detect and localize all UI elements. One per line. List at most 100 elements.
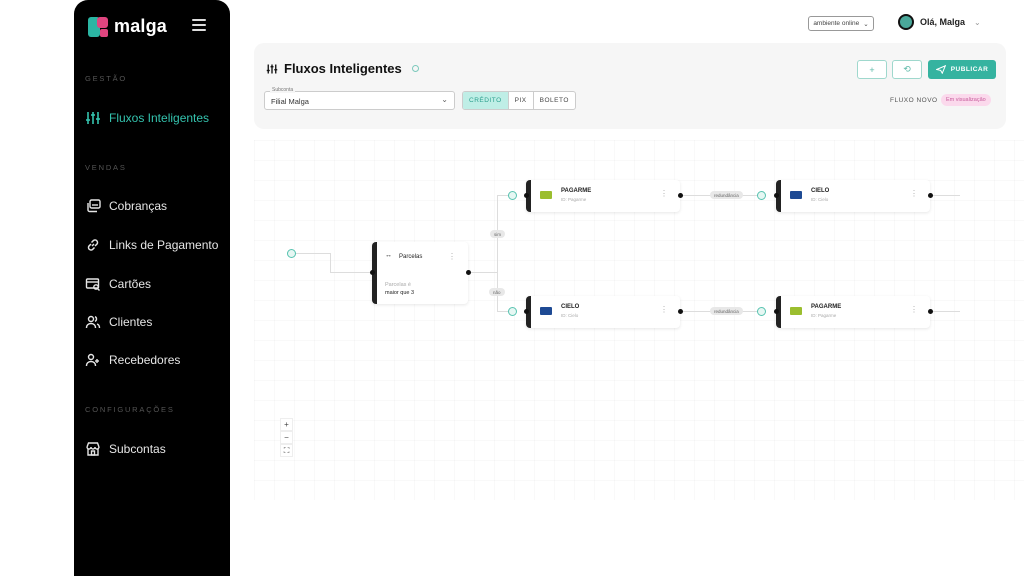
- payment-method-tabs: CRÉDITO PIX BOLETO: [462, 91, 576, 110]
- tab-credito[interactable]: CRÉDITO: [463, 92, 509, 109]
- add-node-plus-icon[interactable]: [757, 191, 766, 200]
- chevron-down-icon: ⌄: [441, 95, 448, 104]
- charges-icon: [85, 198, 101, 214]
- output-port[interactable]: [466, 270, 471, 275]
- flow-header: Fluxos Inteligentes Subconta Filial Malg…: [254, 43, 1006, 129]
- tab-boleto[interactable]: BOLETO: [539, 97, 569, 104]
- sidebar: malga GESTÃO Fluxos Inteligentes VENDAS …: [74, 0, 230, 576]
- provider-id: ID: Pagarme: [811, 313, 837, 318]
- provider-node[interactable]: PAGARME ID: Pagarme ⋮: [774, 296, 933, 328]
- start-node-plus-icon[interactable]: [287, 249, 296, 258]
- edge: [497, 311, 511, 312]
- kebab-menu-icon[interactable]: ⋮: [910, 189, 918, 198]
- section-configuracoes: CONFIGURAÇÕES: [85, 405, 175, 414]
- publish-label: PUBLICAR: [950, 66, 989, 73]
- sidebar-item-label: Fluxos Inteligentes: [109, 111, 210, 125]
- brand-logo[interactable]: malga: [88, 16, 167, 37]
- provider-node[interactable]: CIELO ID: Cielo ⋮: [774, 180, 933, 212]
- sidebar-item-label: Subcontas: [109, 442, 166, 456]
- subconta-label: Subconta: [270, 87, 296, 93]
- provider-node[interactable]: PAGARME ID: Pagarme ⋮: [524, 180, 683, 212]
- rule-line-2: maior que 3: [385, 290, 415, 296]
- add-node-plus-icon[interactable]: [757, 307, 766, 316]
- input-port[interactable]: [370, 270, 375, 275]
- provider-name: PAGARME: [561, 188, 592, 194]
- sidebar-item-cobrancas[interactable]: Cobranças: [85, 198, 167, 214]
- kebab-menu-icon[interactable]: ⋮: [660, 189, 668, 198]
- users-icon: [85, 314, 101, 330]
- branch-label-yes: sim: [490, 230, 505, 238]
- environment-select[interactable]: ambiente online ⌄: [808, 16, 874, 31]
- provider-node[interactable]: CIELO ID: Cielo ⋮: [524, 296, 683, 328]
- output-port[interactable]: [678, 193, 683, 198]
- hamburger-menu-icon[interactable]: [192, 19, 206, 31]
- status-badge: Em visualização: [941, 94, 991, 106]
- output-port[interactable]: [678, 309, 683, 314]
- send-icon: [935, 65, 946, 74]
- zoom-controls: + − ⛶: [280, 418, 293, 457]
- subconta-select[interactable]: Subconta Filial Malga ⌄: [264, 87, 455, 110]
- fallback-label: redundância: [710, 307, 743, 315]
- output-port[interactable]: [928, 309, 933, 314]
- sidebar-item-subcontas[interactable]: Subcontas: [85, 441, 166, 457]
- environment-value: ambiente online: [813, 20, 860, 27]
- arrows-icon: ↔: [385, 252, 392, 259]
- history-icon: ⟲: [903, 64, 911, 74]
- avatar: [898, 14, 914, 30]
- history-button[interactable]: ⟲: [892, 60, 922, 79]
- input-port[interactable]: [524, 193, 529, 198]
- edge: [330, 253, 331, 273]
- brand-name: malga: [114, 16, 168, 36]
- input-port[interactable]: [774, 193, 779, 198]
- provider-name: PAGARME: [811, 304, 842, 310]
- cielo-logo-icon: [790, 191, 802, 199]
- section-vendas: VENDAS: [85, 163, 127, 172]
- edge: [468, 272, 498, 273]
- input-port[interactable]: [774, 309, 779, 314]
- branch-label-no: não: [489, 288, 505, 296]
- edge: [497, 195, 511, 196]
- kebab-menu-icon[interactable]: ⋮: [448, 252, 456, 261]
- add-button[interactable]: +: [857, 60, 887, 79]
- edge: [930, 311, 960, 312]
- provider-id: ID: Cielo: [561, 313, 579, 318]
- fit-view-button[interactable]: ⛶: [280, 444, 293, 457]
- tab-pix[interactable]: PIX: [509, 92, 534, 109]
- input-port[interactable]: [524, 309, 529, 314]
- sidebar-item-recebedores[interactable]: Recebedores: [85, 352, 180, 368]
- card-search-icon: [85, 276, 101, 292]
- user-greeting: Olá, Malga: [920, 17, 966, 27]
- sidebar-item-label: Recebedores: [109, 353, 181, 367]
- edge: [296, 253, 331, 254]
- user-plus-icon: [85, 352, 101, 368]
- pagarme-logo-icon: [790, 307, 802, 315]
- page-title: Fluxos Inteligentes: [266, 61, 419, 76]
- fallback-label: redundância: [710, 191, 743, 199]
- user-chevron-down-icon[interactable]: ⌄: [974, 18, 981, 27]
- user-menu[interactable]: Olá, Malga: [898, 14, 965, 30]
- condition-node-parcelas[interactable]: ↔ Parcelas ⋮ Parcelas é maior que 3: [370, 242, 471, 304]
- store-icon: [85, 441, 101, 457]
- subconta-value: Filial Malga: [271, 97, 309, 106]
- flow-name: FLUXO NOVO: [890, 97, 938, 104]
- info-icon[interactable]: [411, 65, 419, 72]
- add-node-plus-icon[interactable]: [508, 307, 517, 316]
- provider-id: ID: Cielo: [811, 197, 829, 202]
- provider-id: ID: Pagarme: [561, 197, 587, 202]
- sidebar-item-label: Cartões: [109, 277, 152, 291]
- sidebar-item-links-de-pagamento[interactable]: Links de Pagamento: [85, 237, 218, 253]
- sliders-icon: [266, 64, 278, 73]
- zoom-in-button[interactable]: +: [280, 418, 293, 431]
- zoom-out-button[interactable]: −: [280, 431, 293, 444]
- kebab-menu-icon[interactable]: ⋮: [660, 305, 668, 314]
- edge: [497, 195, 498, 311]
- sidebar-item-clientes[interactable]: Clientes: [85, 314, 152, 330]
- sidebar-item-cartoes[interactable]: Cartões: [85, 276, 151, 292]
- add-node-plus-icon[interactable]: [508, 191, 517, 200]
- sidebar-item-fluxos-inteligentes[interactable]: Fluxos Inteligentes: [85, 110, 209, 126]
- edge: [330, 272, 374, 273]
- publish-button[interactable]: PUBLICAR: [928, 60, 996, 79]
- plus-icon: +: [869, 64, 875, 75]
- output-port[interactable]: [928, 193, 933, 198]
- kebab-menu-icon[interactable]: ⋮: [910, 305, 918, 314]
